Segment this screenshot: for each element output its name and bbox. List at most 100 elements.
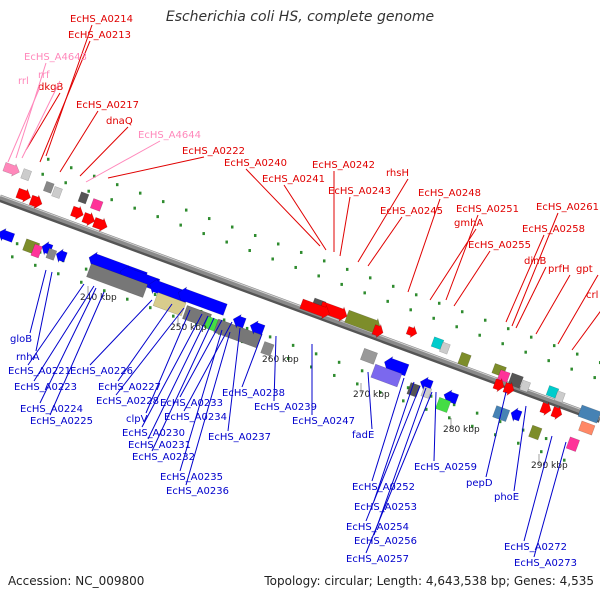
gene-label-echs-a0259[interactable]: EcHS_A0259 [414,462,477,473]
gene-label-echs-a0223[interactable]: EcHS_A0223 [14,382,77,393]
guide-dot [563,458,566,462]
gene-box [260,341,275,357]
gene-label-echs-a0253[interactable]: EcHS_A0253 [354,502,417,513]
gene-label-gmha[interactable]: gmhA [454,218,483,229]
guide-dot [299,250,303,254]
scale-tick-label: 280 kbp [443,425,480,435]
gene-label-prfh[interactable]: prfH [548,264,570,275]
label-leader-line [557,274,599,345]
gene-label-echs-a0230[interactable]: EcHS_A0230 [122,428,185,439]
gene-label-echs-a0236[interactable]: EcHS_A0236 [166,486,229,497]
label-leader-line [7,86,41,163]
gene-label-clpv[interactable]: clpV [126,414,148,425]
gene-label-glob[interactable]: gloB [10,334,32,345]
guide-dot [138,191,142,195]
gene-label-echs-a0240[interactable]: EcHS_A0240 [224,158,287,169]
gene-label-pepd[interactable]: pepD [466,478,493,489]
guide-dot [253,233,257,237]
gene-label-echs-a0235[interactable]: EcHS_A0235 [160,472,223,483]
label-leader-line [141,313,203,428]
gene-box [77,191,90,205]
gene-label-echs-a0272[interactable]: EcHS_A0272 [504,542,567,553]
gene-label-dkgb[interactable]: dkgB [38,82,63,93]
guide-dot [432,316,435,320]
gene-shape [152,292,187,317]
gene-box [439,341,451,355]
gene-label-rnha[interactable]: rnhA [16,352,40,363]
label-leader-line [241,333,263,388]
gene-box [45,247,58,261]
gene-label-echs-a0232[interactable]: EcHS_A0232 [132,452,195,463]
gene-label-rhsh[interactable]: rhsH [386,168,409,179]
gene-label-fade[interactable]: fadE [352,430,374,441]
guide-dot [540,450,543,454]
gene-shape [30,243,43,259]
gene-label-crl[interactable]: crl [586,290,598,301]
gene-label-echs-a0225[interactable]: EcHS_A0225 [30,416,93,427]
gene-label-echs-a0226[interactable]: EcHS_A0226 [70,366,133,377]
gene-label-echs-a0256[interactable]: EcHS_A0256 [354,536,417,547]
gene-label-dinb[interactable]: dinB [524,256,546,267]
gene-label-echs-a0227[interactable]: EcHS_A0227 [98,382,161,393]
gene-label-echs-a0228[interactable]: EcHS_A0228 [96,396,159,407]
gene-label-gpt[interactable]: gpt [576,264,593,275]
forward-gene-arrow [15,187,31,203]
gene-label-phoe[interactable]: phoE [494,492,519,503]
guide-dot [425,407,428,411]
label-leader-line [107,156,205,179]
gene-label-echs-a0233[interactable]: EcHS_A0233 [160,398,223,409]
guide-dot [41,172,44,176]
guide-dot [524,350,527,354]
gene-label-echs-a0214[interactable]: EcHS_A0214 [70,14,133,25]
gene-label-rrl[interactable]: rrl [18,76,29,87]
label-leader-line [453,250,491,307]
label-leader-line [245,168,321,247]
gene-label-echs-a0217[interactable]: EcHS_A0217 [76,100,139,111]
gene-label-echs-a0255[interactable]: EcHS_A0255 [468,240,531,251]
gene-label-echs-a0273[interactable]: EcHS_A0273 [514,558,577,569]
guide-dot [156,215,159,219]
gene-shape [435,396,452,413]
guide-dot [133,206,136,210]
guide-dot [598,361,600,365]
label-leader-line [227,327,241,432]
guide-dot [475,411,479,415]
gene-shape [178,286,228,316]
gene-label-echs-a0213[interactable]: EcHS_A0213 [68,30,131,41]
label-leader-line [29,269,47,334]
gene-shape [20,168,32,182]
gene-label-echs-a0261[interactable]: EcHS_A0261 [536,202,599,213]
guide-dot [225,240,228,244]
gene-label-rrf[interactable]: rrf [38,70,50,81]
gene-label-echs-a0248[interactable]: EcHS_A0248 [418,188,481,199]
gene-label-echs-a4644[interactable]: EcHS_A4644 [138,130,201,141]
gene-label-echs-a0258[interactable]: EcHS_A0258 [522,224,585,235]
label-leader-line [25,92,61,151]
guide-dot [337,360,341,364]
gene-label-echs-a0237[interactable]: EcHS_A0237 [208,432,271,443]
guide-dot [149,306,152,310]
gene-label-echs-a0245[interactable]: EcHS_A0245 [380,206,443,217]
gene-label-echs-a0231[interactable]: EcHS_A0231 [128,440,191,451]
gene-label-echs-a0252[interactable]: EcHS_A0252 [352,482,415,493]
gene-label-echs-a0243[interactable]: EcHS_A0243 [328,186,391,197]
gene-label-echs-a0222[interactable]: EcHS_A0222 [182,146,245,157]
guide-dot [287,357,290,361]
forward-gene-arrow [492,377,505,393]
label-leader-line [45,24,93,157]
gene-label-echs-a0247[interactable]: EcHS_A0247 [292,416,355,427]
gene-label-echs-a0241[interactable]: EcHS_A0241 [262,174,325,185]
guide-dot [294,265,297,269]
gene-label-echs-a0254[interactable]: EcHS_A0254 [346,522,409,533]
gene-label-echs-a0257[interactable]: EcHS_A0257 [346,554,409,565]
gene-label-echs-a0238[interactable]: EcHS_A0238 [222,388,285,399]
gene-label-dnaq[interactable]: dnaQ [106,116,133,127]
label-leader-line [59,110,99,173]
gene-label-echs-a0242[interactable]: EcHS_A0242 [312,160,375,171]
gene-label-echs-a4643[interactable]: EcHS_A4643 [24,52,87,63]
gene-label-echs-a0224[interactable]: EcHS_A0224 [20,404,83,415]
gene-label-echs-a0251[interactable]: EcHS_A0251 [456,204,519,215]
genome-summary-text: Topology: circular; Length: 4,643,538 bp… [264,574,594,588]
guide-dot [110,198,113,202]
gene-label-echs-a0239[interactable]: EcHS_A0239 [254,402,317,413]
